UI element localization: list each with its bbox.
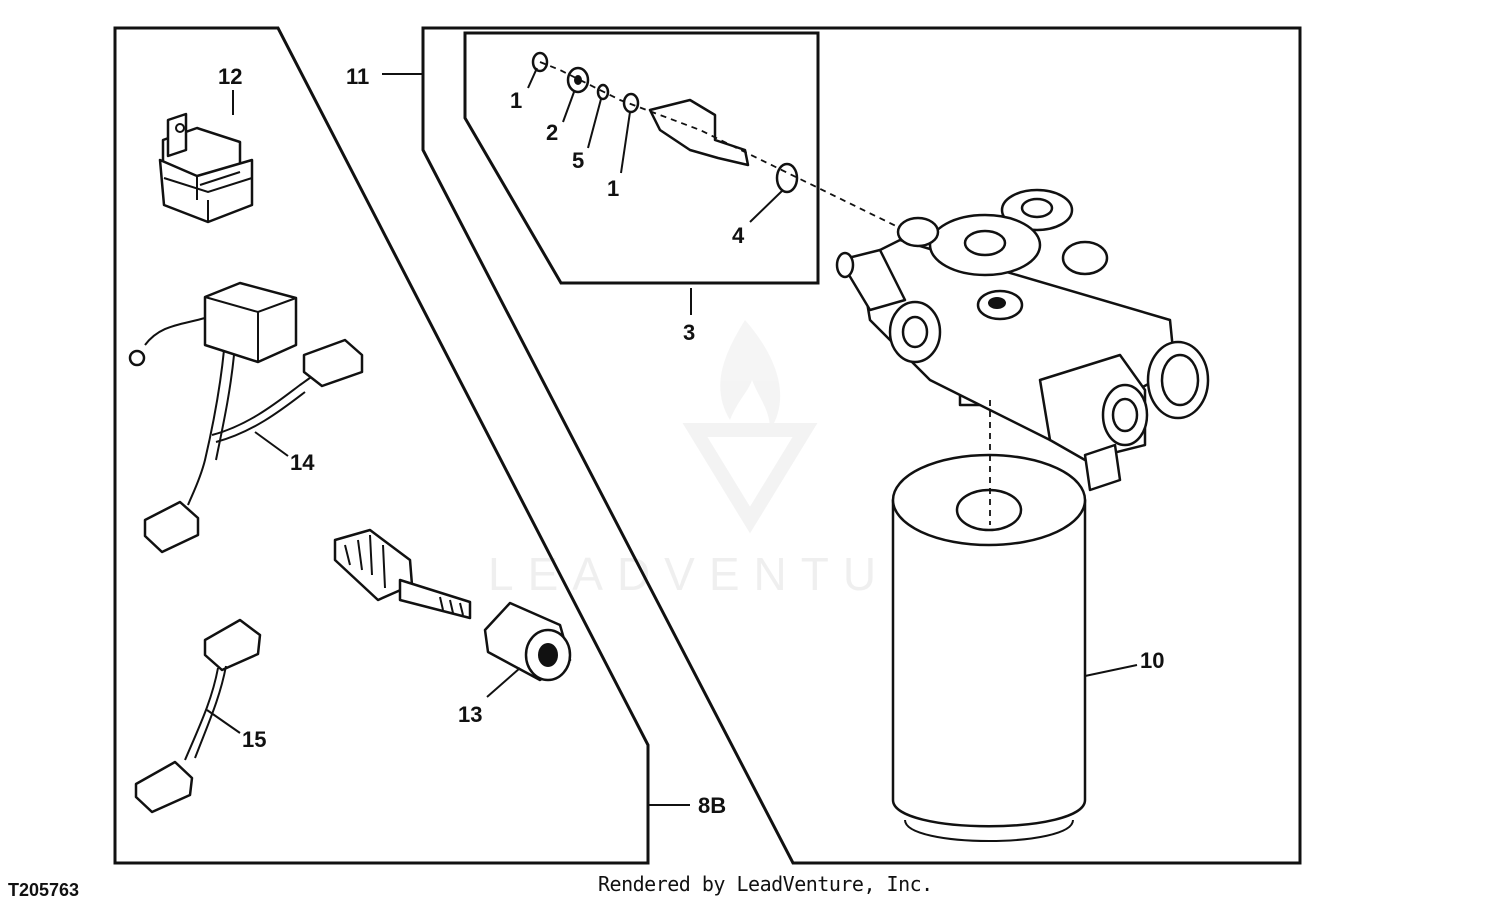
assembly-line-sensor bbox=[539, 61, 901, 229]
callout-8b: 8B bbox=[698, 793, 726, 818]
group-box-11 bbox=[421, 26, 1302, 865]
callout-15: 15 bbox=[242, 727, 266, 752]
callout-4: 4 bbox=[732, 223, 745, 248]
callout-14: 14 bbox=[290, 450, 315, 475]
callout-2: 2 bbox=[546, 120, 558, 145]
callout-1a: 1 bbox=[510, 88, 522, 113]
figure-id: T205763 bbox=[8, 880, 80, 900]
relay-part-12 bbox=[158, 112, 254, 224]
callout-13: 13 bbox=[458, 702, 482, 727]
jumper-part-15 bbox=[134, 618, 262, 814]
coil-part-13 bbox=[483, 601, 572, 682]
harness-part-14 bbox=[128, 281, 364, 554]
callout-12: 12 bbox=[218, 64, 242, 89]
callout-10: 10 bbox=[1140, 648, 1164, 673]
filter-part-10 bbox=[891, 453, 1087, 842]
cartridge-part-13 bbox=[333, 528, 472, 620]
group-box-3 bbox=[463, 31, 820, 285]
render-credit: Rendered by LeadVenture, Inc. bbox=[598, 872, 933, 896]
callout-11: 11 bbox=[346, 64, 369, 89]
callout-3: 3 bbox=[683, 320, 695, 345]
callout-5: 5 bbox=[572, 148, 584, 173]
valve-body bbox=[835, 188, 1210, 492]
callout-1b: 1 bbox=[607, 176, 619, 201]
